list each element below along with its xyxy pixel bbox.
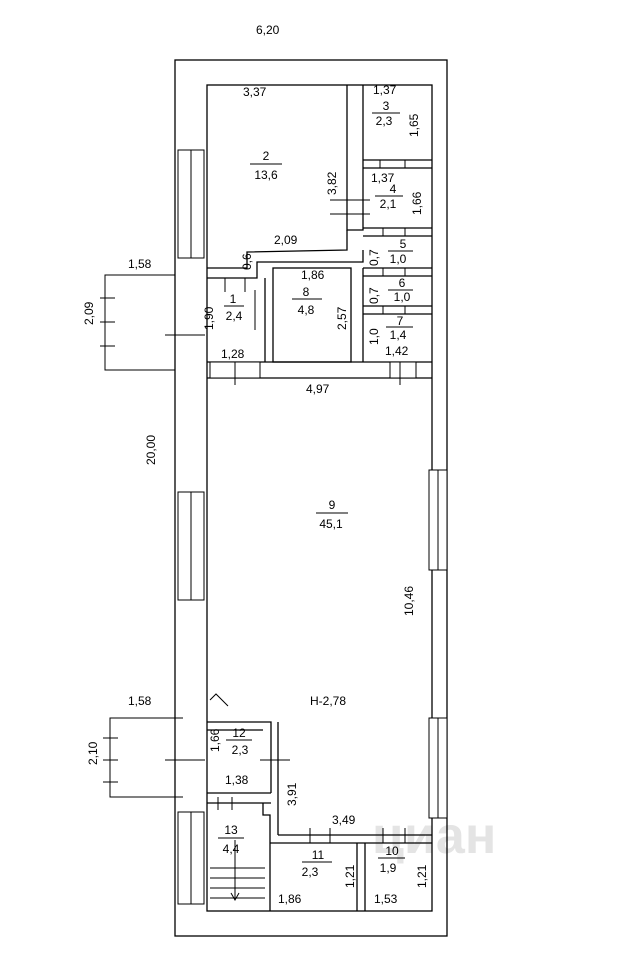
dim-r3-width: 1,37 [373, 83, 397, 97]
room-label-7: 71,4 [386, 314, 413, 342]
porch-top [100, 274, 205, 371]
dim-r9-width: 4,97 [306, 382, 330, 396]
svg-text:4,8: 4,8 [298, 303, 315, 317]
svg-text:10: 10 [385, 844, 399, 858]
dim-r12-width: 1,38 [225, 773, 249, 787]
svg-text:2: 2 [263, 149, 270, 163]
svg-text:7: 7 [397, 314, 404, 328]
svg-text:5: 5 [400, 237, 407, 251]
svg-text:4: 4 [390, 182, 397, 196]
dim-r10-height: 1,21 [415, 864, 429, 888]
svg-text:1: 1 [230, 292, 237, 306]
dim-r8-height: 2,57 [335, 306, 349, 330]
dim-r6-height: 0,7 [367, 287, 381, 304]
dim-r1-width: 1,28 [221, 347, 245, 361]
svg-text:13,6: 13,6 [254, 168, 278, 182]
dimension-labels: 6,20 20,00 1,58 2,09 1,58 2,10 3,37 3,82… [82, 23, 429, 906]
svg-text:2,4: 2,4 [226, 309, 243, 323]
room-label-4: 42,1 [375, 182, 403, 211]
dim-overall-width: 6,20 [256, 23, 280, 37]
svg-text:12: 12 [232, 726, 246, 740]
dim-r9-height: 10,46 [402, 586, 416, 616]
partitions-bottom [207, 693, 432, 911]
svg-text:8: 8 [303, 285, 310, 299]
dim-r2-height: 3,82 [325, 171, 339, 195]
room-label-5: 51,0 [388, 237, 413, 266]
svg-text:3: 3 [383, 99, 390, 113]
dim-porch-bottom-depth: 2,10 [86, 741, 100, 765]
partitions-top [207, 85, 432, 385]
svg-text:6: 6 [399, 276, 406, 290]
dim-r11-width: 1,86 [278, 892, 302, 906]
svg-text:4,4: 4,4 [223, 842, 240, 856]
dim-r12-corridor: 3,91 [285, 782, 299, 806]
svg-text:2,1: 2,1 [380, 197, 397, 211]
inner-wall [206, 84, 433, 912]
dim-r4-height: 1,66 [410, 191, 424, 215]
room-label-12: 122,3 [226, 726, 252, 757]
svg-text:13: 13 [224, 823, 238, 837]
dim-r5-height: 0,7 [367, 249, 381, 266]
dim-r11-height: 1,21 [343, 864, 357, 888]
svg-text:2,3: 2,3 [232, 743, 249, 757]
ceiling-height: Н-2,78 [310, 694, 346, 708]
svg-text:11: 11 [312, 848, 325, 862]
svg-text:1,0: 1,0 [390, 252, 407, 266]
dim-r7-height: 1,0 [367, 328, 381, 345]
dim-r8-width: 1,86 [301, 268, 325, 282]
room-labels: 12,4 213,6 32,3 42,1 51,0 61,0 71,4 84,8… [218, 99, 413, 879]
svg-text:45,1: 45,1 [319, 517, 343, 531]
room-label-9: 945,1 [316, 498, 348, 531]
room-label-2: 213,6 [250, 149, 282, 182]
dim-porch-bottom-width: 1,58 [128, 694, 152, 708]
room-label-11: 112,3 [302, 848, 332, 879]
dim-r4-width: 1,37 [371, 171, 395, 185]
outer-wall [174, 59, 448, 937]
svg-text:1,0: 1,0 [394, 290, 411, 304]
dim-overall-length: 20,00 [144, 435, 158, 465]
dim-r2-width: 3,37 [243, 85, 267, 99]
dim-r2-bottom: 2,09 [274, 233, 298, 247]
dim-r1-height: 1,90 [202, 306, 216, 330]
dim-r10-width: 1,53 [374, 892, 398, 906]
dim-r7-width: 1,42 [385, 344, 409, 358]
dim-r10-11-width: 3,49 [332, 813, 356, 827]
svg-text:1,9: 1,9 [380, 861, 397, 875]
dim-r2-notch: 0,6 [240, 253, 254, 270]
room-label-3: 32,3 [372, 99, 400, 128]
svg-text:1,4: 1,4 [390, 328, 407, 342]
svg-text:9: 9 [329, 498, 336, 512]
room-label-1: 12,4 [224, 292, 244, 323]
porch-bottom [103, 717, 205, 798]
svg-text:2,3: 2,3 [376, 114, 393, 128]
room-label-6: 61,0 [388, 276, 413, 304]
dim-r12-height: 1,66 [208, 728, 222, 752]
svg-text:2,3: 2,3 [302, 865, 319, 879]
dim-porch-top-width: 1,58 [128, 257, 152, 271]
room-label-10: 101,9 [378, 844, 405, 875]
dim-r3-height: 1,65 [407, 113, 421, 137]
dim-porch-top-depth: 2,09 [82, 301, 96, 325]
room-label-8: 84,8 [292, 285, 322, 317]
room-label-13: 134,4 [218, 823, 244, 856]
